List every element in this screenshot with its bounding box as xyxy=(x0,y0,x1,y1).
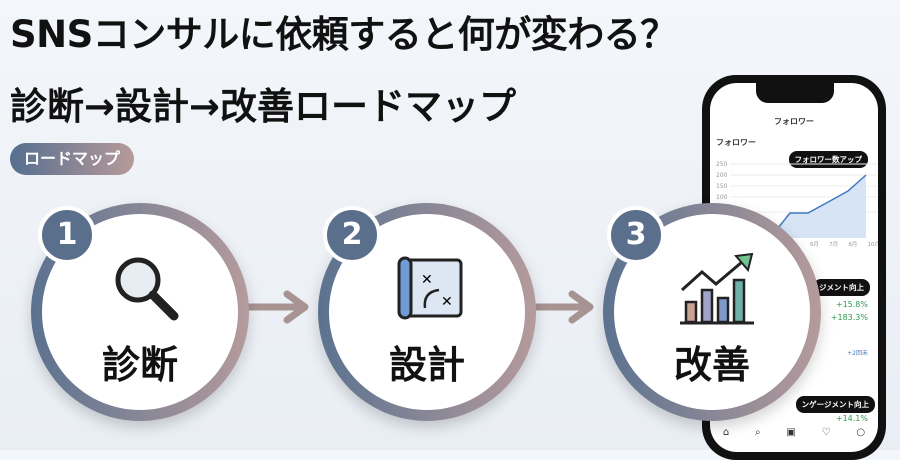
engagement-tooltip: ジメント向上 xyxy=(813,279,870,296)
y-tick: 200 xyxy=(716,172,728,179)
stat-value: +183.3% xyxy=(830,313,868,322)
step-label: 改善 xyxy=(673,343,750,387)
engagement-tooltip-2: ンゲージメント向上 xyxy=(795,396,875,413)
follower-label: フォロワー xyxy=(716,138,756,147)
roadmap-badge: ロードマップ xyxy=(10,143,135,175)
step-number-badge: 2 xyxy=(323,206,381,264)
reels-icon[interactable]: ▣ xyxy=(786,427,796,438)
phone-header: フォロワー xyxy=(774,117,814,126)
step-label: 設計 xyxy=(388,343,465,387)
arrow-right-icon xyxy=(245,290,309,324)
growth-chart-icon xyxy=(680,252,754,325)
step-number-badge: 1 xyxy=(38,206,96,264)
shop-icon[interactable]: ♡ xyxy=(821,427,831,438)
page-title: SNSコンサルに依頼すると何が変わる？ xyxy=(10,13,677,56)
phone-nav-bar: ⌂ ⌕ ▣ ♡ ○ xyxy=(710,427,878,438)
y-tick: 100 xyxy=(716,194,728,201)
x-tick: 7月 xyxy=(829,242,839,248)
x-tick: 8月 xyxy=(848,242,858,248)
x-tick: 10月 xyxy=(867,242,878,248)
follower-chart xyxy=(730,163,878,238)
magnifier-icon xyxy=(115,257,179,321)
step-label: 診断 xyxy=(101,343,178,387)
svg-text:✕: ✕ xyxy=(441,294,453,310)
profile-icon[interactable]: ○ xyxy=(856,427,866,438)
page-subtitle: 診断→設計→改善ロードマップ xyxy=(10,85,517,128)
strategy-map-icon: ✕✕ xyxy=(397,256,463,320)
step-number-badge: 3 xyxy=(607,206,665,264)
phone-notch xyxy=(756,83,834,103)
stat-value: +15.8% xyxy=(835,300,868,309)
stat-value: +14.1% xyxy=(835,414,868,423)
y-tick: 150 xyxy=(716,183,728,190)
home-icon[interactable]: ⌂ xyxy=(722,427,730,438)
search-icon[interactable]: ⌕ xyxy=(755,427,761,438)
y-tick: 250 xyxy=(716,161,728,168)
arrow-right-icon xyxy=(530,290,594,324)
x-tick: 6月 xyxy=(810,242,819,248)
more-link[interactable]: +2回未 xyxy=(847,350,868,357)
svg-text:✕: ✕ xyxy=(421,272,433,288)
